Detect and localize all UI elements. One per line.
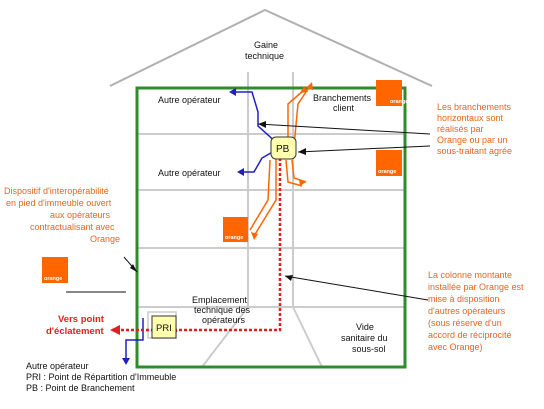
gaine-label-line2: technique: [245, 51, 284, 61]
pointer-arrowheads: [130, 121, 306, 281]
branchements-label-line2: client: [333, 103, 355, 113]
svg-text:contractualisant avec: contractualisant avec: [30, 222, 115, 232]
note-interoperability-device: Dispositif d'interopérabilité en pied d'…: [4, 186, 120, 244]
autre-operateur-bottom: Autre opérateur: [26, 361, 89, 371]
vers-point-line1: Vers point: [58, 314, 105, 325]
red-arrow: [110, 325, 120, 335]
roof: [109, 8, 433, 87]
svg-text:sous-traitant agrée: sous-traitant agrée: [437, 146, 512, 156]
gaine-walls: [201, 72, 323, 368]
svg-text:aux opérateurs: aux opérateurs: [50, 210, 111, 220]
svg-text:avec Orange): avec Orange): [428, 342, 483, 352]
gaine-label-line1: Gaine: [254, 40, 278, 50]
blue-arrow-bottom: [122, 358, 130, 365]
autre-operateur-top: Autre opérateur: [158, 95, 221, 105]
svg-text:Orange ou par un: Orange ou par un: [437, 135, 508, 145]
pb-box: PB: [270, 136, 297, 160]
emplacement-label-line2: technique des: [194, 305, 251, 315]
svg-text:orange: orange: [225, 235, 243, 241]
blue-arrow-top: [229, 88, 236, 96]
floor-lines: [137, 133, 405, 308]
autre-operateur-mid: Autre opérateur: [158, 168, 221, 178]
emplacement-label-line3: opérateurs: [202, 315, 246, 325]
svg-text:Les branchements: Les branchements: [437, 102, 512, 112]
pri-label: PRI: [156, 323, 172, 334]
svg-text:mise à disposition: mise à disposition: [428, 294, 500, 304]
legend-pri: PRI : Point de Répartition d'Immeuble: [26, 372, 176, 382]
svg-text:orange: orange: [44, 276, 62, 282]
svg-text:accord de réciprocité: accord de réciprocité: [428, 330, 512, 340]
building-outline: [135, 86, 407, 369]
emplacement-label-line1: Emplacement: [192, 295, 248, 305]
pri-box: PRI: [151, 315, 177, 339]
svg-text:réalisés par: réalisés par: [437, 124, 484, 134]
orange-arrowheads: [251, 82, 313, 240]
legend-pb: PB : Point de Branchement: [26, 383, 135, 393]
svg-text:orange: orange: [390, 99, 408, 105]
svg-text:orange: orange: [378, 169, 396, 175]
note-horizontal-branches: Les branchements horizontaux sont réalis…: [437, 102, 512, 156]
orange-logo-center: orange: [223, 217, 248, 242]
orange-logo-mid-right: orange: [376, 150, 402, 176]
note-riser-column: La colonne montante installée par Orange…: [428, 270, 524, 352]
svg-text:horizontaux sont: horizontaux sont: [437, 113, 504, 123]
svg-text:(sous réserve d'un: (sous réserve d'un: [428, 318, 502, 328]
pb-label: PB: [276, 144, 290, 155]
svg-text:La colonne montante: La colonne montante: [428, 270, 512, 280]
vide-label-line3: sous-sol: [352, 344, 386, 354]
svg-text:Orange: Orange: [90, 234, 120, 244]
blue-arrow-mid: [237, 168, 244, 176]
svg-text:installée par Orange est: installée par Orange est: [428, 282, 524, 292]
svg-text:d'autres opérateurs: d'autres opérateurs: [428, 306, 506, 316]
svg-text:Dispositif d'interopérabilité: Dispositif d'interopérabilité: [4, 186, 109, 196]
branchements-label-line1: Branchements: [313, 93, 372, 103]
orange-logo-left: orange: [42, 257, 68, 283]
orange-logo-top-right: orange: [376, 80, 408, 106]
vide-label-line2: sanitaire du: [341, 333, 388, 343]
svg-text:en pied d'immeuble ouvert: en pied d'immeuble ouvert: [6, 198, 112, 208]
vers-point-line2: d'éclatement: [46, 326, 105, 337]
vide-label-line1: Vide: [356, 322, 374, 332]
pointer-lines: [66, 123, 431, 301]
